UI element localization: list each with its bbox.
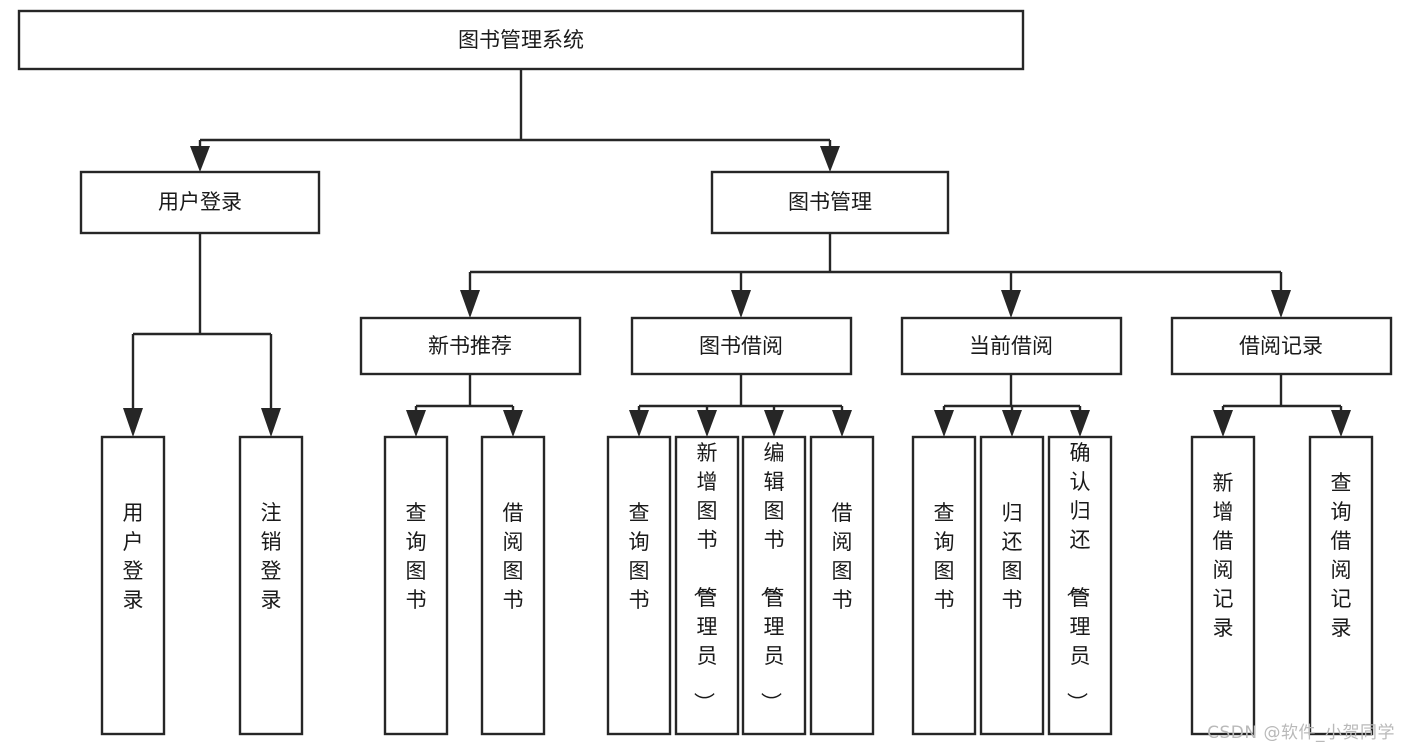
node-user-login[interactable]: 用户登录 <box>79 170 321 235</box>
connector-group-borrow-record <box>1213 374 1351 437</box>
node-leaf-borrow-book-label: 借阅图书 <box>832 501 853 612</box>
node-leaf-return-book[interactable]: 归还图书 <box>979 435 1045 736</box>
arrowhead-leaf-query-record <box>1331 410 1351 437</box>
node-new-book-recommend-box[interactable] <box>359 316 582 376</box>
arrowhead-leaf-query-book-1 <box>406 410 426 437</box>
node-leaf-borrow-book-rec-box[interactable] <box>480 435 546 736</box>
connector-group-current-borrow <box>934 374 1090 437</box>
connector-group-root <box>190 69 840 172</box>
node-book-management-box[interactable] <box>710 170 950 235</box>
node-leaf-add-book-label: 新增图书（管理员） <box>692 441 718 713</box>
node-leaf-logout[interactable]: 注销登录 <box>238 435 304 736</box>
node-leaf-user-login[interactable]: 用户登录 <box>100 435 166 736</box>
node-book-management-label: 图书管理 <box>788 190 872 214</box>
node-leaf-edit-book[interactable]: 编辑图书（管理员） <box>741 435 807 736</box>
node-leaf-confirm-return-label: 确认归还（管理员） <box>1065 441 1091 713</box>
node-root[interactable]: 图书管理系统 <box>17 9 1025 71</box>
node-leaf-borrow-book-rec[interactable]: 借阅图书 <box>480 435 546 736</box>
node-current-borrow[interactable]: 当前借阅 <box>900 316 1123 376</box>
node-leaf-query-book-borrow[interactable]: 查询图书 <box>606 435 672 736</box>
node-leaf-confirm-return-box[interactable] <box>1047 435 1113 736</box>
connector-group-user-login <box>123 233 281 437</box>
node-leaf-query-book-current[interactable]: 查询图书 <box>911 435 977 736</box>
node-leaf-confirm-return[interactable]: 确认归还（管理员） <box>1047 435 1113 736</box>
arrowhead-leaf-borrow-book-2 <box>832 410 852 437</box>
node-book-borrow-box[interactable] <box>630 316 853 376</box>
node-leaf-edit-book-box[interactable] <box>741 435 807 736</box>
node-book-management[interactable]: 图书管理 <box>710 170 950 235</box>
node-borrow-record[interactable]: 借阅记录 <box>1170 316 1393 376</box>
node-leaf-borrow-book-box[interactable] <box>809 435 875 736</box>
node-leaf-query-book-rec-label: 查询图书 <box>406 501 427 612</box>
node-leaf-return-book-box[interactable] <box>979 435 1045 736</box>
arrowhead-leaf-add-book <box>697 410 717 437</box>
arrowhead-book-borrow <box>731 290 751 318</box>
node-new-book-recommend-label: 新书推荐 <box>428 334 512 358</box>
arrowhead-leaf-user-login <box>123 408 143 437</box>
connector-group-new-book-rec <box>406 374 523 437</box>
node-leaf-add-record-label: 新增借阅记录 <box>1213 471 1234 640</box>
arrowhead-leaf-add-record <box>1213 410 1233 437</box>
node-root-box[interactable] <box>17 9 1025 71</box>
node-leaf-edit-book-label: 编辑图书（管理员） <box>759 441 785 713</box>
node-borrow-record-label: 借阅记录 <box>1239 334 1323 358</box>
node-leaf-query-record-box[interactable] <box>1308 435 1374 736</box>
node-leaf-logout-label: 注销登录 <box>261 501 282 612</box>
node-book-borrow[interactable]: 图书借阅 <box>630 316 853 376</box>
node-leaf-query-book-current-box[interactable] <box>911 435 977 736</box>
arrowhead-current-borrow <box>1001 290 1021 318</box>
node-leaf-user-login-label: 用户登录 <box>123 501 144 612</box>
arrowhead-new-book-rec <box>460 290 480 318</box>
arrowhead-leaf-return-book <box>1002 410 1022 437</box>
node-leaf-query-book-borrow-label: 查询图书 <box>629 501 650 612</box>
node-leaf-logout-box[interactable] <box>238 435 304 736</box>
arrowhead-leaf-edit-book <box>764 410 784 437</box>
node-leaf-add-book[interactable]: 新增图书（管理员） <box>674 435 740 736</box>
node-root-label: 图书管理系统 <box>458 28 584 52</box>
arrowhead-book-mgmt <box>820 146 840 172</box>
node-leaf-query-record[interactable]: 查询借阅记录 <box>1308 435 1374 736</box>
node-current-borrow-box[interactable] <box>900 316 1123 376</box>
node-borrow-record-box[interactable] <box>1170 316 1393 376</box>
node-leaf-query-book-current-label: 查询图书 <box>934 501 955 612</box>
node-leaf-add-record-box[interactable] <box>1190 435 1256 736</box>
arrowhead-leaf-confirm-return <box>1070 410 1090 437</box>
node-leaf-borrow-book-rec-label: 借阅图书 <box>503 501 524 612</box>
csdn-watermark: CSDN @软件_小贺同学 <box>1207 723 1395 743</box>
arrowhead-leaf-borrow-book-1 <box>503 410 523 437</box>
arrowhead-leaf-query-book-2 <box>629 410 649 437</box>
arrowhead-user-login <box>190 146 210 172</box>
node-current-borrow-label: 当前借阅 <box>969 334 1053 358</box>
node-leaf-query-book-rec[interactable]: 查询图书 <box>383 435 449 736</box>
connector-group-book-borrow <box>629 374 852 437</box>
arrowhead-leaf-query-book-3 <box>934 410 954 437</box>
node-leaf-return-book-label: 归还图书 <box>1002 501 1023 612</box>
node-leaf-borrow-book[interactable]: 借阅图书 <box>809 435 875 736</box>
node-book-borrow-label: 图书借阅 <box>699 334 783 358</box>
node-user-login-box[interactable] <box>79 170 321 235</box>
node-leaf-query-book-rec-box[interactable] <box>383 435 449 736</box>
node-user-login-label: 用户登录 <box>158 190 242 214</box>
node-new-book-recommend[interactable]: 新书推荐 <box>359 316 582 376</box>
node-leaf-add-record[interactable]: 新增借阅记录 <box>1190 435 1256 736</box>
arrowhead-leaf-logout <box>261 408 281 437</box>
node-leaf-add-book-box[interactable] <box>674 435 740 736</box>
connector-group-book-mgmt <box>460 233 1291 318</box>
node-leaf-user-login-box[interactable] <box>100 435 166 736</box>
node-leaf-query-book-borrow-box[interactable] <box>606 435 672 736</box>
arrowhead-borrow-record <box>1271 290 1291 318</box>
node-leaf-query-record-label: 查询借阅记录 <box>1331 471 1352 640</box>
